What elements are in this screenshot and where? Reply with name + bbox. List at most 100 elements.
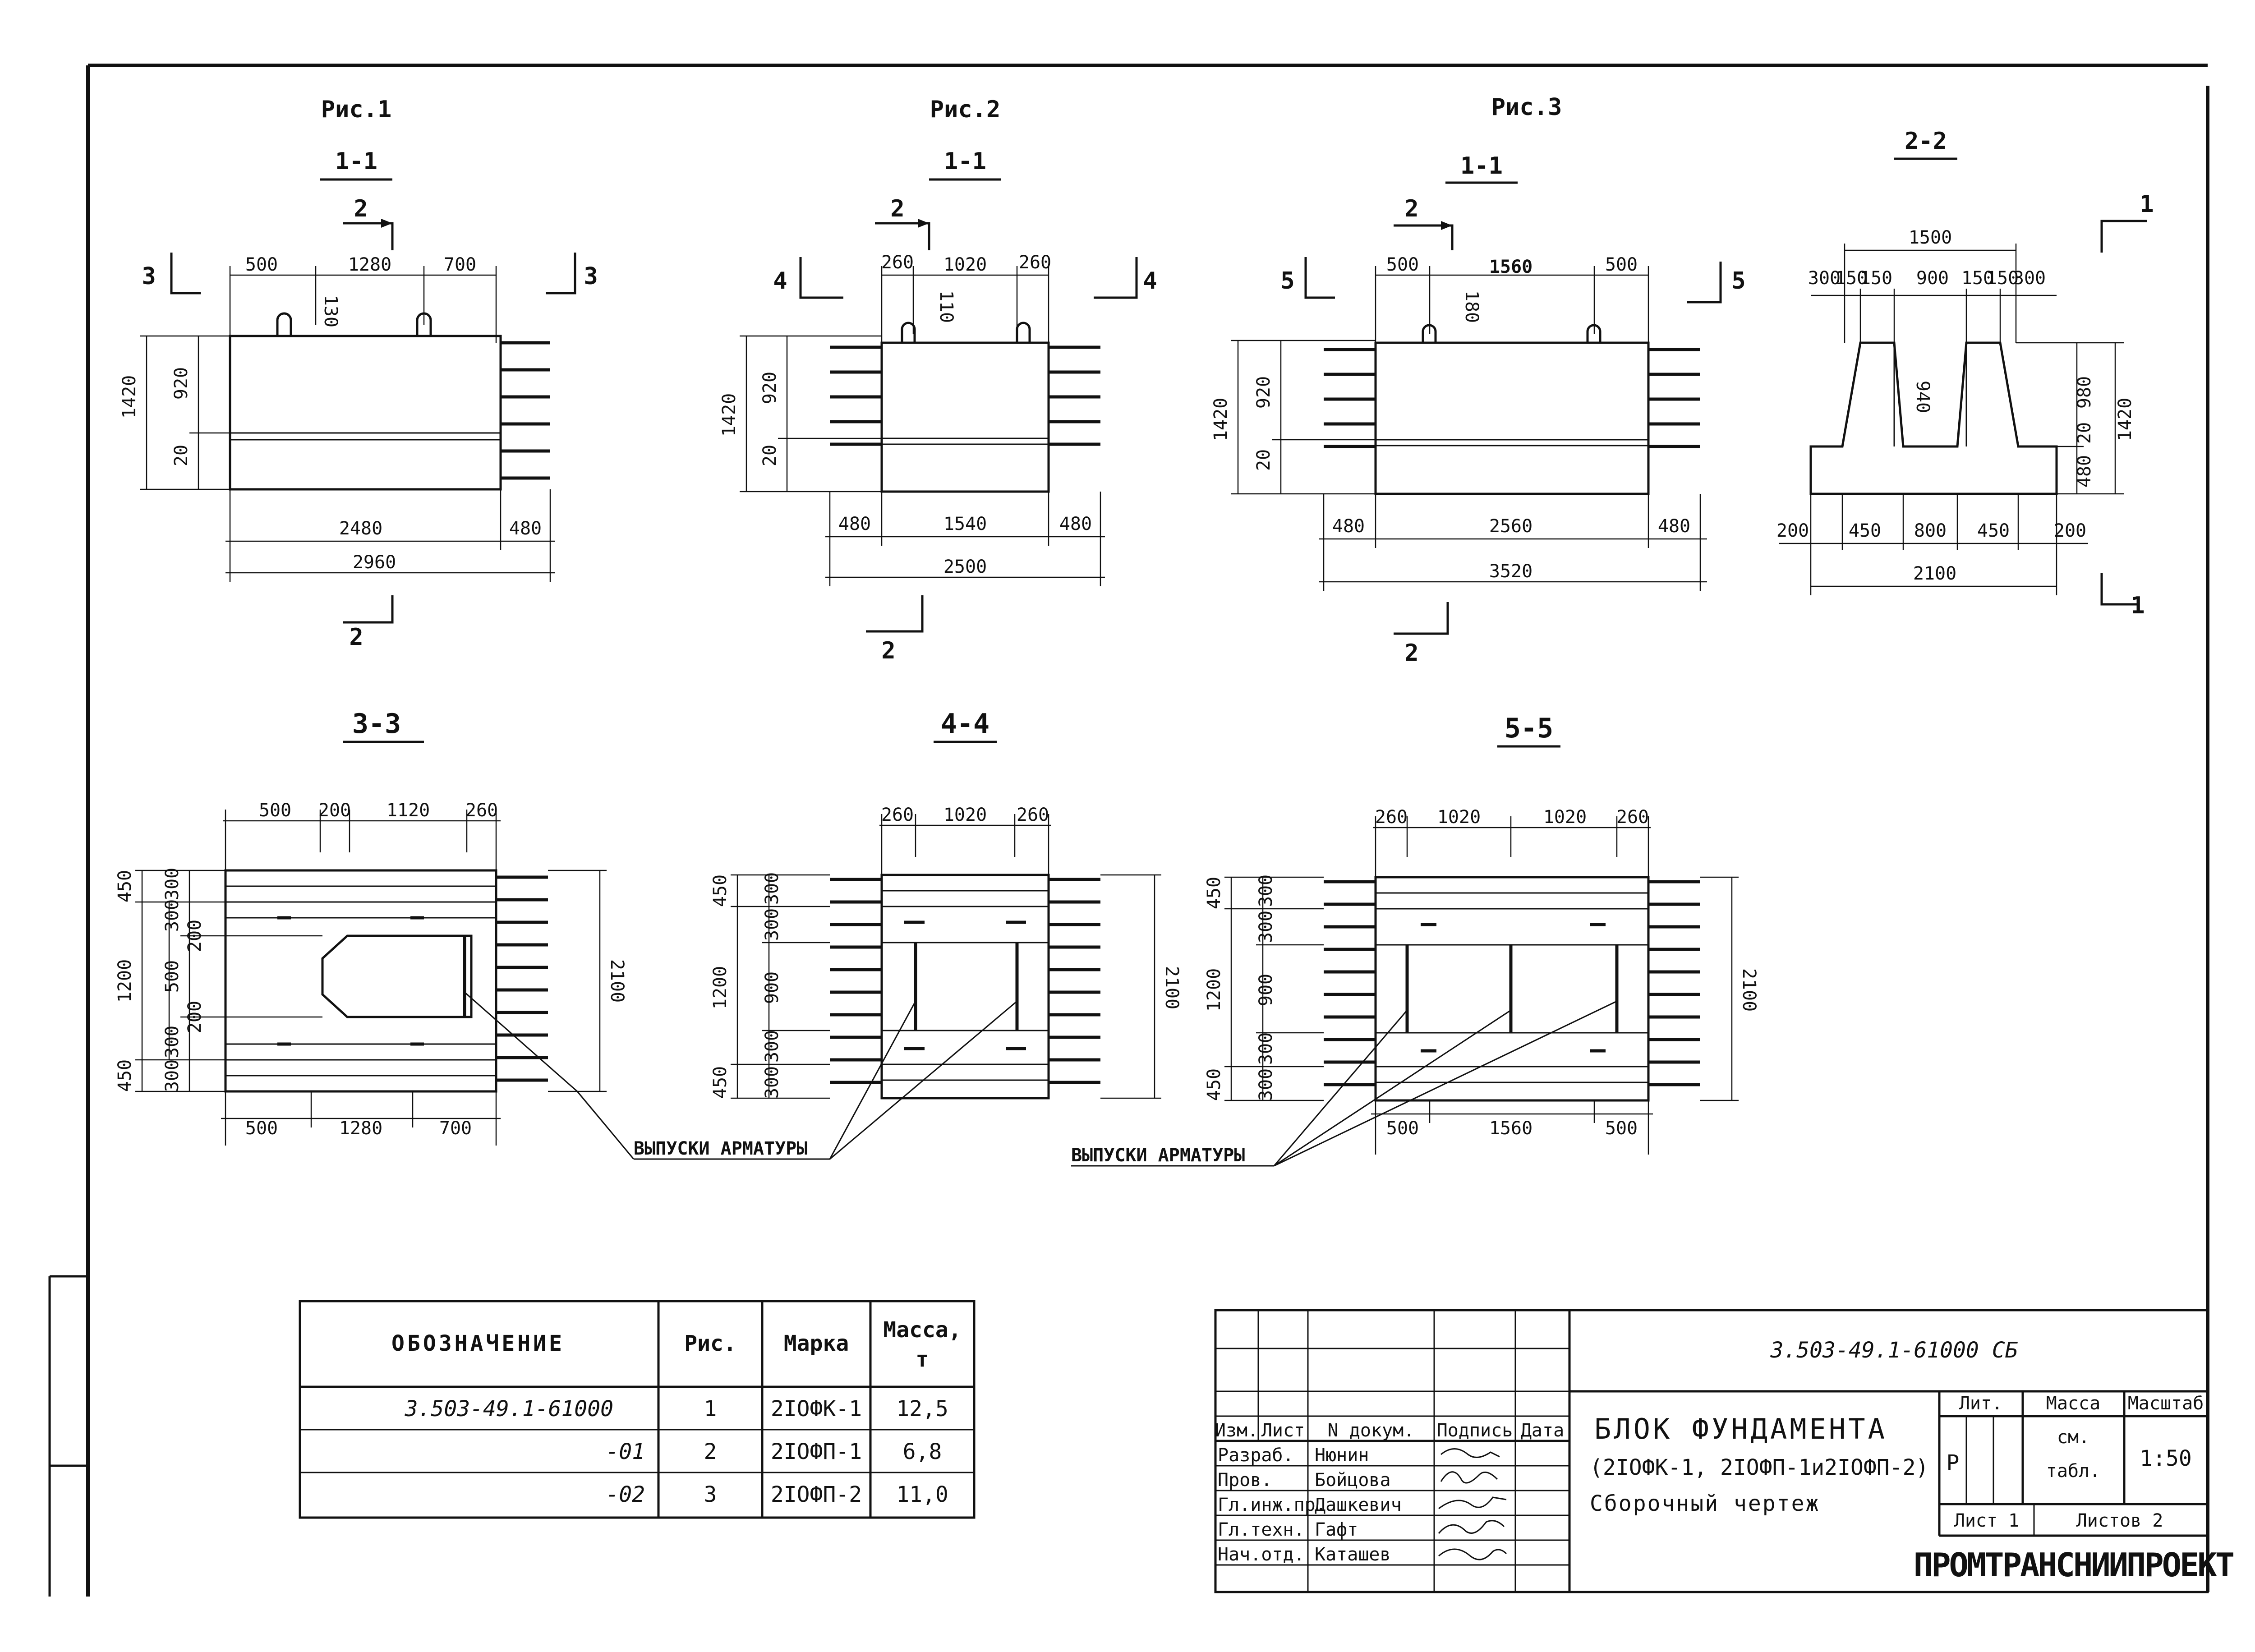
left-dim-6: 200 — [184, 1001, 205, 1033]
left-dim-6: 300 — [762, 1066, 782, 1099]
dim-left-2: 20 — [759, 445, 780, 466]
top-dim-4: 900 — [1916, 268, 1949, 289]
name-2: Бойцова — [1315, 1470, 1391, 1491]
cut-mark-top: 2 — [354, 195, 368, 222]
top-dim-6: 150 — [1986, 268, 2019, 289]
top-dim-1: 260 — [881, 805, 914, 825]
inner-height: 940 — [1912, 381, 1933, 413]
dim-loop: 110 — [936, 290, 957, 323]
cut-mark-bottom: 2 — [349, 624, 363, 651]
cut-mark-bottom: 1 — [2131, 592, 2145, 619]
cell-mass: 12,5 — [896, 1396, 948, 1422]
role-3: Гл.инж.пр. — [1218, 1495, 1326, 1515]
left-dim-4: 900 — [1256, 974, 1276, 1006]
cut-mark-bottom: 2 — [1404, 640, 1418, 667]
dim-bottom-2: 480 — [509, 518, 542, 539]
cut-mark-bottom: 2 — [881, 637, 895, 664]
cut-mark-left: 4 — [773, 267, 787, 295]
bottom-dim-2: 1280 — [339, 1118, 382, 1139]
bottom-dim-2: 450 — [1849, 520, 1881, 541]
dim-loop: 130 — [320, 295, 341, 327]
figure-2-section: 1-1 — [944, 148, 986, 175]
top-dim-7: 300 — [2013, 268, 2046, 289]
dim-top-3: 700 — [444, 254, 476, 275]
callout-label: ВЫПУСКИ АРМАТУРЫ — [634, 1138, 807, 1159]
dim-left-1: 920 — [1253, 376, 1274, 409]
callout-label: ВЫПУСКИ АРМАТУРЫ — [1071, 1145, 1245, 1166]
left-dim-8: 300 — [162, 1059, 183, 1092]
dim-left-1: 920 — [171, 367, 192, 400]
doc-code: 3.503-49.1-61000 СБ — [1770, 1338, 2018, 1363]
cut-mark-left: 3 — [142, 263, 156, 290]
name-5: Каташев — [1315, 1544, 1391, 1565]
right-total: 2100 — [1739, 968, 1759, 1012]
dim-top-1: 260 — [881, 252, 914, 273]
plan-3-3: 3-3 500 200 1120 260 450 300 300 — [115, 708, 627, 1146]
table-row: 3.503-49.1-61000 1 2ІОФК-1 12,5 — [405, 1396, 948, 1422]
figure-3-section: 1-1 — [1460, 152, 1503, 179]
left-dim-5: 300 — [762, 1030, 782, 1063]
left-dim-7: 300 — [162, 1026, 183, 1058]
dim-bottom-1: 2480 — [339, 518, 382, 539]
name-1: Нюнин — [1315, 1445, 1369, 1466]
left-dim-9: 450 — [115, 1059, 135, 1092]
figure-2-label: Рис.2 — [930, 96, 1001, 123]
left-dim-1: 450 — [1204, 877, 1224, 909]
left-dim-2: 300 — [162, 868, 183, 900]
name-4: Гафт — [1315, 1519, 1358, 1540]
cut-mark-top: 2 — [890, 195, 904, 222]
left-total: 1200 — [1204, 968, 1224, 1012]
dim-top-3: 500 — [1605, 254, 1638, 275]
section-2-2: 2-2 1 1 1500 300 150 150 900 150 150 300 — [1776, 128, 2154, 619]
role-1: Разраб. — [1218, 1445, 1294, 1466]
figure-1: Рис.1 1-1 2 3 3 500 1280 700 130 — [119, 96, 598, 651]
bottom-dim-1: 500 — [245, 1118, 278, 1139]
bottom-total: 2100 — [1913, 563, 1956, 584]
dim-top-2: 1020 — [943, 254, 987, 275]
dim-bottom-2: 2560 — [1489, 516, 1532, 537]
cell-mass: 11,0 — [896, 1482, 948, 1507]
left-dim-6: 300 — [1256, 1068, 1276, 1101]
left-total: 1200 — [710, 966, 731, 1009]
dim-bottom-1: 480 — [838, 514, 871, 534]
dim-total: 2960 — [353, 552, 396, 573]
header-mass: Масса, — [883, 1317, 961, 1343]
cell-mark: 2ІОФП-1 — [771, 1439, 862, 1464]
dim-bottom-1: 480 — [1332, 516, 1365, 537]
title-line-3: Сборочный чертеж — [1590, 1491, 1820, 1516]
dim-top-2: 1560 — [1489, 257, 1532, 277]
scale-header: Масштаб — [2128, 1393, 2204, 1414]
callout-rebar-1: ВЫПУСКИ АРМАТУРЫ — [464, 991, 1017, 1160]
dim-left-1: 920 — [759, 372, 780, 404]
left-dim-5: 500 — [162, 960, 183, 993]
cell-figure: 2 — [704, 1439, 717, 1464]
header-designation: ОБОЗНАЧЕНИЕ — [391, 1331, 565, 1356]
mass-value-1: см. — [2057, 1427, 2089, 1448]
header-mass-unit: т — [916, 1347, 929, 1372]
scale-value: 1:50 — [2140, 1446, 2192, 1471]
spec-table: ОБОЗНАЧЕНИЕ Рис. Марка Масса, т 3.503-49… — [299, 1300, 976, 1519]
dim-bottom-3: 480 — [1658, 516, 1690, 537]
right-total: 2100 — [1161, 966, 1182, 1009]
bottom-dim-5: 200 — [2054, 520, 2086, 541]
figure-1-label: Рис.1 — [321, 96, 392, 123]
organization: ПРОМТРАНСНИИПРОЕКТ — [1914, 1546, 2234, 1584]
header-figure: Рис. — [684, 1331, 736, 1356]
signature-scribbles — [1438, 1448, 1507, 1560]
dim-left-total: 1420 — [1210, 398, 1231, 441]
table-row: -01 2 2ІОФП-1 6,8 — [606, 1439, 942, 1464]
figure-1-section: 1-1 — [335, 148, 377, 175]
left-dim-2: 300 — [762, 872, 782, 905]
top-dim-4: 260 — [1616, 807, 1649, 828]
dim-loop: 180 — [1461, 290, 1482, 323]
role-2: Пров. — [1218, 1470, 1272, 1491]
plan-title: 4-4 — [941, 708, 989, 740]
dim-left-2: 20 — [171, 445, 192, 466]
cell-figure: 1 — [704, 1396, 717, 1422]
top-dim-1: 300 — [1808, 268, 1841, 289]
left-dim-3: 300 — [762, 908, 782, 941]
top-dim-4: 260 — [465, 800, 498, 821]
role-5: Нач.отд. — [1218, 1544, 1305, 1565]
left-dim-2: 300 — [1256, 874, 1276, 907]
top-dim-3: 260 — [1017, 805, 1049, 825]
